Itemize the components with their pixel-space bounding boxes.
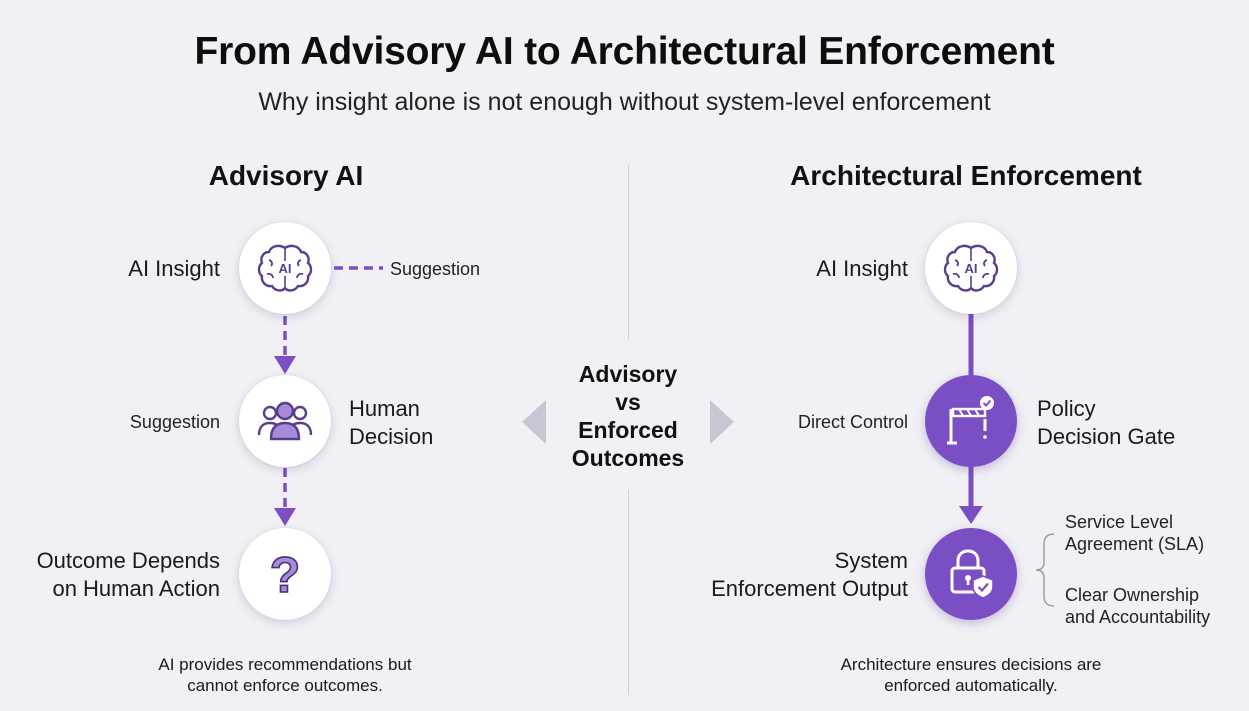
left-arrow-icon bbox=[522, 400, 546, 444]
question-icon-text: ? bbox=[270, 548, 301, 600]
brain-ai-icon: AI bbox=[257, 244, 313, 292]
comparison-line-1: Advisory bbox=[578, 361, 678, 387]
sla-item: Service Level Agreement (SLA) bbox=[1065, 511, 1204, 555]
comparison-label: Advisory vs Enforced Outcomes bbox=[548, 360, 708, 472]
system-output-label: System Enforcement Output bbox=[660, 547, 908, 603]
policy-gate-line-1: Policy bbox=[1037, 396, 1096, 421]
advisory-note: AI provides recommendations but cannot e… bbox=[120, 654, 450, 696]
advisory-outcome-node: ? bbox=[239, 528, 331, 620]
enforcement-connectors bbox=[959, 314, 983, 524]
enforcement-note-line-1: Architecture ensures decisions are bbox=[840, 655, 1102, 674]
policy-gate-node bbox=[925, 375, 1017, 467]
policy-gate-line-2: Decision Gate bbox=[1037, 424, 1176, 449]
advisory-suggestion-left: Suggestion bbox=[129, 412, 220, 432]
question-icon: ? bbox=[269, 548, 301, 600]
people-icon bbox=[257, 401, 313, 441]
advisory-decision-line-2: Decision bbox=[349, 424, 434, 449]
enforcement-ai-icon-text: AI bbox=[965, 261, 978, 276]
comparison-line-4: Outcomes bbox=[571, 445, 685, 471]
enforcement-insight-label: AI Insight bbox=[816, 256, 908, 281]
advisory-heading: Advisory AI bbox=[208, 160, 364, 191]
system-output-line-1: System bbox=[834, 548, 908, 573]
advisory-note-line-1: AI provides recommendations but bbox=[158, 655, 412, 674]
direct-control-label: Direct Control bbox=[797, 412, 908, 432]
advisory-outcome-line-2: on Human Action bbox=[52, 576, 220, 601]
advisory-decision-label: Human Decision bbox=[349, 395, 433, 451]
divider-bottom bbox=[628, 490, 629, 695]
enforcement-note: Architecture ensures decisions are enfor… bbox=[806, 654, 1136, 696]
advisory-ai-icon-text: AI bbox=[279, 261, 292, 276]
advisory-outcome-line-1: Outcome Depends bbox=[36, 548, 220, 573]
enforcement-insight-node: AI bbox=[925, 222, 1017, 314]
ownership-line-1: Clear Ownership bbox=[1065, 585, 1200, 605]
sla-line-1: Service Level bbox=[1065, 512, 1174, 532]
comparison-line-2: vs bbox=[615, 389, 641, 415]
advisory-connectors bbox=[274, 266, 383, 526]
right-arrow-icon bbox=[710, 400, 734, 444]
gate-barrier-icon bbox=[947, 396, 994, 445]
enforcement-note-line-2: enforced automatically. bbox=[884, 676, 1058, 695]
system-output-node bbox=[925, 528, 1017, 620]
advisory-insight-label: AI Insight bbox=[128, 256, 220, 281]
advisory-suggestion-side: Suggestion bbox=[390, 259, 481, 279]
comparison-line-3: Enforced bbox=[578, 417, 678, 443]
system-output-line-2: Enforcement Output bbox=[711, 576, 908, 601]
ownership-line-2: and Accountability bbox=[1065, 607, 1211, 627]
lock-shield-icon bbox=[950, 549, 994, 599]
ownership-item: Clear Ownership and Accountability bbox=[1065, 584, 1210, 628]
advisory-insight-node: AI bbox=[239, 222, 331, 314]
divider-top bbox=[628, 165, 629, 340]
page-subtitle: Why insight alone is not enough without … bbox=[258, 88, 991, 116]
brain-ai-icon: AI bbox=[943, 244, 999, 292]
sla-line-2: Agreement (SLA) bbox=[1065, 534, 1205, 554]
page-title: From Advisory AI to Architectural Enforc… bbox=[194, 30, 1055, 73]
outputs-bracket bbox=[1035, 533, 1055, 607]
policy-gate-label: Policy Decision Gate bbox=[1037, 395, 1175, 451]
enforcement-heading: Architectural Enforcement bbox=[790, 160, 1142, 191]
advisory-note-line-2: cannot enforce outcomes. bbox=[187, 676, 383, 695]
advisory-outcome-label: Outcome Depends on Human Action bbox=[0, 547, 220, 603]
advisory-decision-line-1: Human bbox=[349, 396, 420, 421]
advisory-decision-node bbox=[239, 375, 331, 467]
